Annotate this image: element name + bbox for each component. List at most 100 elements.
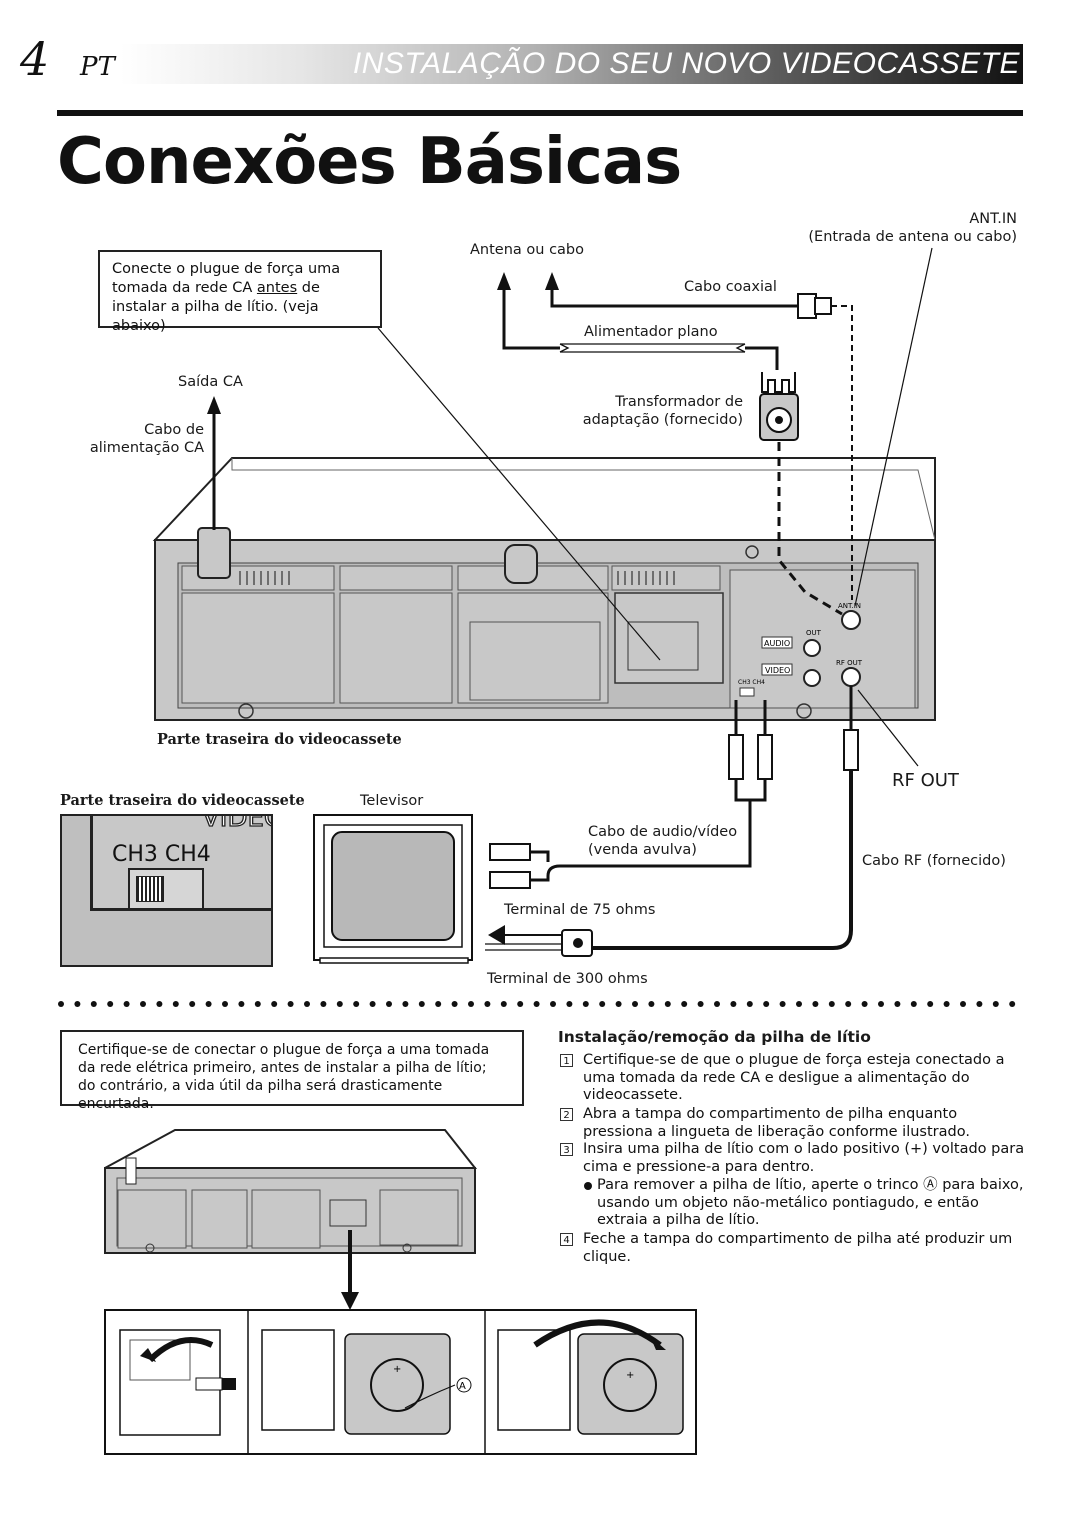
label-flat-feeder: Alimentador plano (584, 324, 718, 340)
divider-dot (632, 1001, 638, 1007)
switch-knob (136, 876, 164, 902)
page-number: 4 (20, 32, 50, 86)
step-1: 1 Certifique-se de que o plugue de força… (560, 1052, 1030, 1106)
inset-caption: Parte traseira do videocassete (60, 792, 305, 809)
label-terminal-300: Terminal de 300 ohms (487, 971, 648, 987)
header-rule (57, 110, 1023, 116)
divider-dot (254, 1001, 261, 1007)
label-transformer-1: Transformador de (615, 394, 743, 410)
tv-illustration (313, 814, 473, 964)
label-tv: Televisor (360, 793, 424, 809)
panel-out-label: OUT (806, 629, 822, 637)
channel-switch (128, 868, 204, 910)
latch-label: A (459, 1381, 466, 1392)
power-first-note: Conecte o plugue de força uma tomada da … (98, 250, 382, 334)
vcr-rear-illustration: AUDIO VIDEO OUT RF OUT ANT.IN CH3 CH4 (152, 457, 936, 721)
divider-dot (796, 1001, 802, 1007)
label-antenna-or-cable: Antena ou cabo (470, 242, 585, 258)
divider-dot (1009, 1001, 1016, 1007)
divider-dot (353, 1001, 360, 1007)
label-rf-cable: Cabo RF (fornecido) (862, 853, 1006, 869)
divider-dot (779, 1001, 786, 1007)
inset-channel-labels: CH3 CH4 (112, 842, 211, 867)
divider-dot (960, 1001, 966, 1007)
divider-dot (599, 1001, 606, 1007)
language-code: PT (80, 52, 115, 82)
panel-rf-out-label: RF OUT (836, 659, 863, 667)
header-band (120, 44, 1023, 84)
panel-audio-label: AUDIO (764, 639, 790, 648)
divider-dot (500, 1001, 507, 1007)
divider-dot (714, 1001, 720, 1007)
label-coax-cable: Cabo coaxial (684, 279, 777, 295)
step-3: 3 Insira uma pilha de lítio com o lado p… (560, 1141, 1030, 1177)
divider-dot (992, 1001, 999, 1007)
svg-text:+: + (626, 1370, 634, 1381)
divider-dot (861, 1001, 868, 1007)
channel-switch-inset: VIDEO CH3 CH4 (60, 814, 273, 967)
label-rf-out: RF OUT (892, 770, 959, 791)
divider-dot (878, 1001, 884, 1007)
label-ant-in-desc: (Entrada de antena ou cabo) (808, 229, 1017, 245)
divider-dot (451, 1001, 458, 1007)
divider-dot (976, 1001, 983, 1007)
divider-dot (484, 1001, 491, 1007)
divider-dot (172, 1001, 179, 1007)
divider-dot (107, 1001, 114, 1007)
divider-dot (681, 1001, 688, 1007)
divider-dot (664, 1001, 671, 1007)
label-ac-cord-1: Cabo de (144, 422, 204, 438)
divider-dot (369, 1001, 376, 1007)
divider-dot (435, 1001, 442, 1007)
divider-dot (730, 1001, 737, 1007)
label-transformer-2: adaptação (fornecido) (582, 412, 743, 428)
divider-dot (648, 1001, 655, 1007)
divider-dot (320, 1001, 327, 1007)
divider-dot (74, 1001, 81, 1007)
divider-dot (533, 1001, 540, 1007)
panel-ant-in-label: ANT.IN (838, 602, 861, 610)
divider-dot (845, 1001, 852, 1007)
panel-video-label: VIDEO (765, 666, 790, 675)
divider-dot (386, 1001, 392, 1007)
divider-dot (123, 1001, 130, 1007)
divider-dot (222, 1001, 228, 1007)
divider-dot (697, 1001, 704, 1007)
divider-dot (943, 1001, 950, 1007)
divider-dot (418, 1001, 425, 1007)
ensure-power-note: Certifique-se de conectar o plugue de fo… (60, 1030, 524, 1112)
divider-dot (828, 1001, 835, 1007)
vcr-battery-illustration (104, 1129, 478, 1254)
divider-dot (287, 1001, 294, 1007)
divider-dot (58, 1001, 64, 1007)
step-4: 4 Feche a tampa do compartimento de pilh… (560, 1231, 1030, 1267)
divider-dot (582, 1001, 589, 1007)
inset-video-text: VIDEO (201, 814, 271, 833)
divider-dot (468, 1001, 474, 1007)
label-av-cable-2: (venda avulva) (588, 842, 697, 858)
divider-dot (746, 1001, 753, 1007)
divider-dot (238, 1001, 245, 1007)
label-ac-outlet: Saída CA (178, 374, 243, 390)
divider-dot (271, 1001, 278, 1007)
section-title: INSTALAÇÃO DO SEU NOVO VIDEOCASSETE (352, 47, 1020, 80)
divider-dot (615, 1001, 622, 1007)
divider-dot (90, 1001, 97, 1007)
divider-dot (189, 1001, 196, 1007)
label-ac-cord-2: alimentação CA (89, 440, 204, 456)
divider-dot (156, 1001, 163, 1007)
svg-text:+: + (393, 1364, 401, 1375)
step-3-bullet: Para remover a pilha de lítio, aperte o … (583, 1177, 1033, 1231)
emphasis-before: antes (256, 280, 298, 296)
divider-dot (304, 1001, 310, 1007)
battery-section-title: Instalação/remoção da pilha de lítio (558, 1028, 871, 1046)
divider-dot (894, 1001, 901, 1007)
divider-dot (205, 1001, 212, 1007)
panel-ch-label: CH3 CH4 (738, 679, 765, 686)
step-2: 2 Abra a tampa do compartimento de pilha… (560, 1106, 1030, 1142)
label-terminal-75: Terminal de 75 ohms (504, 902, 656, 918)
divider-dot (140, 1001, 146, 1007)
page-title: Conexões Básicas (57, 125, 682, 199)
divider-dot (910, 1001, 917, 1007)
label-av-cable-1: Cabo de audio/vídeo (588, 824, 738, 840)
